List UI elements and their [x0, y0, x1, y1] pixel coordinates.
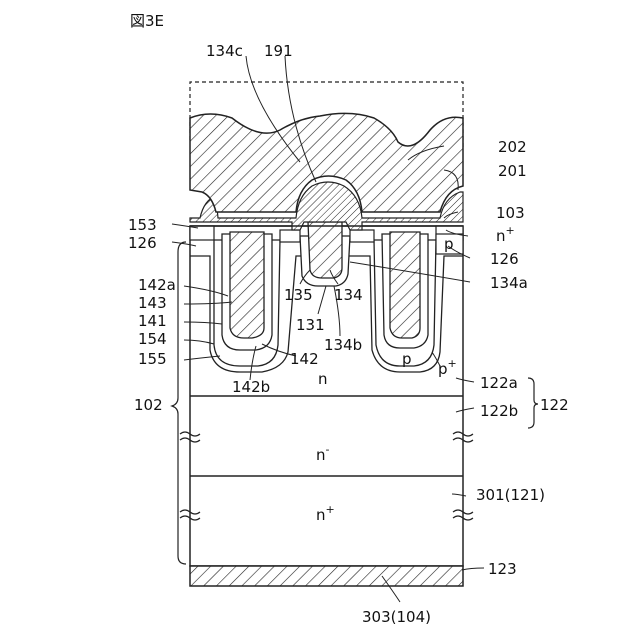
- label-p-region: p: [402, 350, 412, 368]
- label-142: 142: [290, 350, 319, 368]
- label-155: 155: [138, 350, 167, 368]
- label-154: 154: [138, 330, 167, 348]
- bracket-122: [528, 378, 538, 428]
- label-135: 135: [284, 286, 313, 304]
- label-131: 131: [296, 316, 325, 334]
- label-201: 201: [498, 162, 527, 180]
- label-126-right: 126: [490, 250, 519, 268]
- label-191: 191: [264, 42, 293, 60]
- drain-electrode: [190, 566, 463, 586]
- figure-label: 図3E: [130, 12, 164, 30]
- label-122a: 122a: [480, 374, 518, 392]
- label-141: 141: [138, 312, 167, 330]
- middle-trench-electrode: [308, 222, 342, 278]
- label-126-left: 126: [128, 234, 157, 252]
- label-303: 303(104): [362, 608, 431, 626]
- label-103: 103: [496, 204, 525, 222]
- label-n-region: n: [318, 370, 328, 388]
- label-202: 202: [498, 138, 527, 156]
- label-134c: 134c: [206, 42, 243, 60]
- label-153: 153: [128, 216, 157, 234]
- label-n-plus-top: n+: [496, 224, 515, 245]
- label-123: 123: [488, 560, 517, 578]
- label-122: 122: [540, 396, 569, 414]
- left-trench-gate: [230, 232, 264, 338]
- label-134a: 134a: [490, 274, 528, 292]
- label-122b: 122b: [480, 402, 518, 420]
- label-102: 102: [134, 396, 163, 414]
- right-trench-gate: [390, 232, 420, 338]
- label-134: 134: [334, 286, 363, 304]
- label-142a: 142a: [138, 276, 176, 294]
- label-134b: 134b: [324, 336, 362, 354]
- label-142b: 142b: [232, 378, 270, 396]
- label-301: 301(121): [476, 486, 545, 504]
- label-143: 143: [138, 294, 167, 312]
- label-p-small: p: [444, 235, 454, 253]
